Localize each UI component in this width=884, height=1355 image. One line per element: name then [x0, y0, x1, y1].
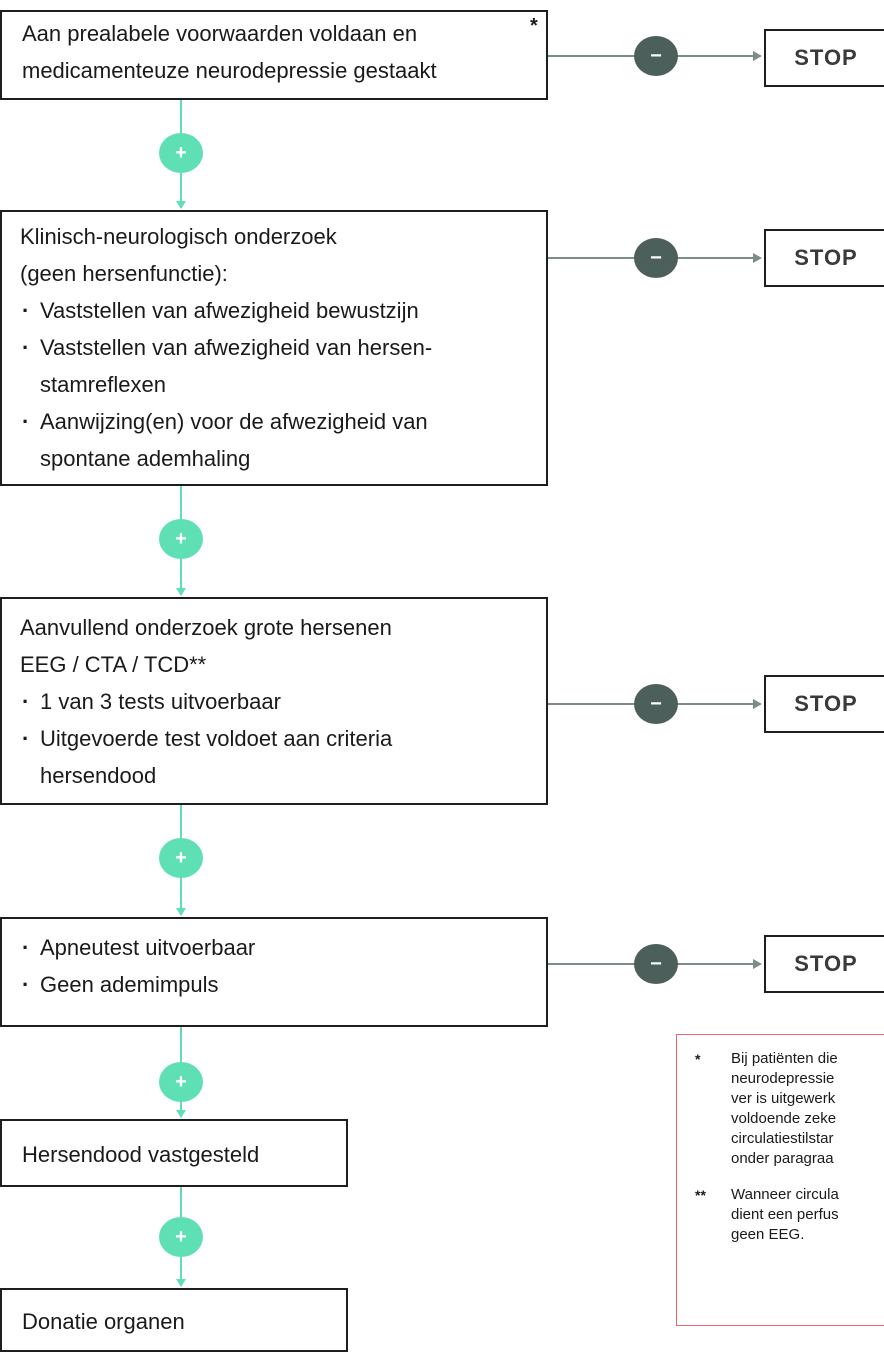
footnote-item: * Bij patiënten die neurodepressie ver i… [677, 1049, 884, 1169]
footnote-line: neurodepressie [731, 1070, 835, 1087]
step-text-line: (geen hersenfunctie): [20, 261, 228, 286]
step-apnea-test: Apneutest uitvoerbaar Geen ademimpuls [0, 917, 548, 1027]
bullet-item: 1 van 3 tests uitvoerbaar [20, 683, 546, 720]
footnote-item: ** Wanneer circula dient een perfus geen… [677, 1185, 884, 1245]
footnote-line: dient een perfus [731, 1206, 839, 1223]
stop-box: STOP [764, 935, 884, 993]
bullet-item: Aanwijzing(en) voor de afwezigheid van s… [20, 403, 546, 477]
footnote-line: Bij patiënten die [731, 1050, 838, 1067]
plus-circle [159, 1062, 203, 1102]
bullet-text: spontane ademhaling [40, 446, 251, 471]
footnote-line: circulatiestilstar [731, 1130, 834, 1147]
stop-box: STOP [764, 675, 884, 733]
step-clinical-exam: Klinisch-neurologisch onderzoek (geen he… [0, 210, 548, 486]
stop-box: STOP [764, 29, 884, 87]
step-prerequisites: Aan prealabele voorwaarden voldaan en me… [0, 10, 548, 100]
minus-circle [634, 36, 678, 76]
bullet-text: Uitgevoerde test voldoet aan criteria [40, 726, 393, 751]
footnote-marker: * [530, 15, 538, 37]
footnote-line: ver is uitgewerk [731, 1090, 836, 1107]
bullet-text: 1 van 3 tests uitvoerbaar [40, 689, 281, 714]
bullet-text: Aanwijzing(en) voor de afwezigheid van [40, 409, 428, 434]
step-text-line: Hersendood vastgesteld [22, 1142, 260, 1167]
minus-symbol: − [650, 693, 662, 715]
minus-symbol: − [650, 45, 662, 67]
plus-symbol: + [175, 142, 187, 164]
bullet-text: Vaststellen van afwezigheid van hersen- [40, 335, 433, 360]
step-text-line: EEG / CTA / TCD** [20, 652, 207, 677]
plus-symbol: + [175, 528, 187, 550]
arrow-right-icon [753, 51, 762, 61]
minus-symbol: − [650, 247, 662, 269]
footnote-mark: * [695, 1051, 701, 1067]
arrow-down-icon [176, 1110, 186, 1118]
bullet-text: stamreflexen [40, 372, 166, 397]
arrow-right-icon [753, 253, 762, 263]
footnote-line: onder paragraa [731, 1150, 834, 1167]
step-bullet-list: Vaststellen van afwezigheid bewustzijn V… [20, 292, 546, 477]
step-text-line: Donatie organen [22, 1309, 185, 1334]
bullet-item: Vaststellen van afwezigheid bewustzijn [20, 292, 546, 329]
step-organ-donation: Donatie organen [0, 1288, 348, 1352]
bullet-text: Geen ademimpuls [40, 972, 219, 997]
step-bullet-list: 1 van 3 tests uitvoerbaar Uitgevoerde te… [20, 683, 546, 794]
plus-circle [159, 133, 203, 173]
minus-circle [634, 684, 678, 724]
step-additional-exam: Aanvullend onderzoek grote hersenen EEG … [0, 597, 548, 805]
plus-symbol: + [175, 847, 187, 869]
footnote-box: * Bij patiënten die neurodepressie ver i… [676, 1034, 884, 1326]
step-text-line: medicamenteuze neurodepressie gestaakt [22, 58, 437, 83]
minus-circle [634, 238, 678, 278]
plus-symbol: + [175, 1226, 187, 1248]
step-text-line: Klinisch-neurologisch onderzoek [20, 224, 337, 249]
footnote-mark: ** [695, 1187, 706, 1203]
arrow-down-icon [176, 201, 186, 209]
arrow-down-icon [176, 588, 186, 596]
bullet-item: Geen ademimpuls [20, 966, 546, 1003]
footnote-line: geen EEG. [731, 1226, 805, 1243]
arrow-right-icon [753, 959, 762, 969]
bullet-item: Vaststellen van afwezigheid van hersen- … [20, 329, 546, 403]
plus-circle [159, 838, 203, 878]
arrow-right-icon [753, 699, 762, 709]
plus-circle [159, 1217, 203, 1257]
plus-symbol: + [175, 1071, 187, 1093]
stop-box: STOP [764, 229, 884, 287]
plus-circle [159, 519, 203, 559]
step-bullet-list: Apneutest uitvoerbaar Geen ademimpuls [20, 929, 546, 1003]
bullet-item: Uitgevoerde test voldoet aan criteria he… [20, 720, 546, 794]
footnote-line: Wanneer circula [731, 1186, 839, 1203]
bullet-text: Vaststellen van afwezigheid bewustzijn [40, 298, 419, 323]
minus-symbol: − [650, 953, 662, 975]
bullet-item: Apneutest uitvoerbaar [20, 929, 546, 966]
step-text-line: Aanvullend onderzoek grote hersenen [20, 615, 392, 640]
arrow-down-icon [176, 1279, 186, 1287]
step-text-line: Aan prealabele voorwaarden voldaan en [22, 21, 418, 46]
footnote-line: voldoende zeke [731, 1110, 837, 1127]
bullet-text: Apneutest uitvoerbaar [40, 935, 256, 960]
step-brain-death-confirmed: Hersendood vastgesteld [0, 1119, 348, 1187]
bullet-text: hersendood [40, 763, 157, 788]
minus-circle [634, 944, 678, 984]
arrow-down-icon [176, 908, 186, 916]
